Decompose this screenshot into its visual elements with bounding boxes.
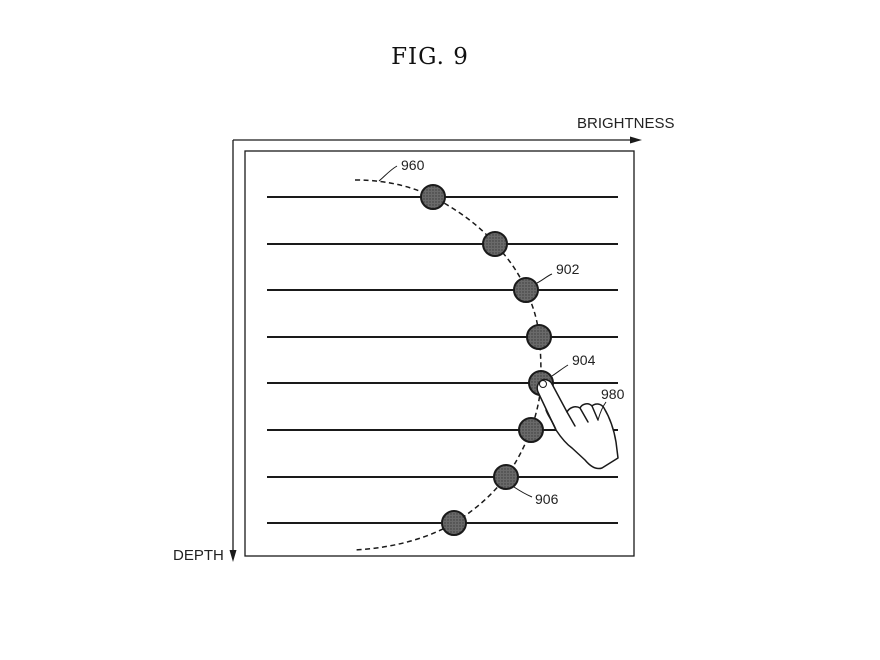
leader-904	[551, 364, 569, 377]
depth-axis-label: DEPTH	[173, 547, 224, 564]
control-point-902[interactable]	[513, 277, 539, 303]
control-points	[420, 184, 554, 536]
display-frame	[244, 150, 635, 557]
control-point-906[interactable]	[493, 464, 519, 490]
axes	[229, 136, 642, 562]
leader-980	[597, 401, 607, 421]
reference-numerals: 960 902 904 980 906	[378, 157, 625, 507]
control-point-2[interactable]	[482, 231, 508, 257]
control-point-4[interactable]	[526, 324, 552, 350]
control-point-1[interactable]	[420, 184, 446, 210]
fingertip-icon	[539, 380, 547, 388]
control-point-6[interactable]	[518, 417, 544, 443]
leader-906	[513, 486, 533, 498]
control-point-8[interactable]	[441, 510, 467, 536]
label-902: 902	[556, 261, 580, 277]
brightness-axis-label: BRIGHTNESS	[577, 115, 675, 132]
leader-960	[378, 165, 398, 182]
label-904: 904	[572, 352, 596, 368]
adjustment-curve[interactable]	[354, 179, 542, 551]
depth-arrowhead-icon	[229, 550, 237, 562]
figure-title: FIG. 9	[391, 44, 469, 70]
layer-lines	[267, 196, 618, 524]
brightness-arrowhead-icon	[630, 136, 642, 144]
leader-902	[536, 273, 553, 284]
label-960: 960	[401, 157, 425, 173]
hand-pointer-icon	[536, 378, 619, 470]
label-980: 980	[601, 386, 625, 402]
label-906: 906	[535, 491, 559, 507]
